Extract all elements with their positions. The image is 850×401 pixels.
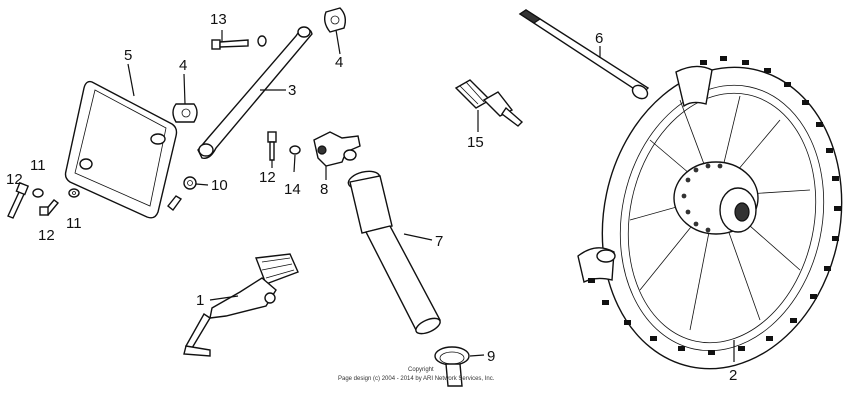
bolt-12-left <box>7 181 30 219</box>
leader-lines <box>127 29 735 362</box>
pump-clamp-ring <box>434 346 470 387</box>
collar-10 <box>167 176 197 212</box>
bolt-13 <box>211 35 267 50</box>
callout-6: 6 <box>595 30 603 47</box>
axle-shaft <box>518 9 650 100</box>
tire-pump <box>347 170 441 335</box>
callout-2: 2 <box>729 367 737 384</box>
callout-12-center: 12 <box>259 169 276 186</box>
callout-4-left: 4 <box>179 57 187 74</box>
bolt-12-mid <box>39 199 60 216</box>
copyright-notice: Copyright Page design (c) 2004 - 2014 by… <box>338 367 495 382</box>
callout-12-mid: 12 <box>38 227 55 244</box>
washer-11-top <box>32 188 44 198</box>
callout-8: 8 <box>320 181 328 198</box>
callout-14: 14 <box>284 181 301 198</box>
stay-bar <box>197 26 313 159</box>
copyright-line-1: Copyright <box>408 367 434 373</box>
callout-10: 10 <box>211 177 228 194</box>
callout-labels: 1 2 3 4 4 5 6 7 8 9 10 11 11 12 12 12 13… <box>6 11 737 384</box>
callout-15: 15 <box>467 134 484 151</box>
kick-pedal <box>183 253 299 357</box>
clamp-4-left <box>172 103 198 123</box>
washer-14 <box>289 145 301 155</box>
valve-15 <box>454 79 524 127</box>
callout-9: 9 <box>487 348 495 365</box>
callout-3: 3 <box>288 82 296 99</box>
callout-4-right: 4 <box>335 54 343 71</box>
bolt-12-center <box>267 131 277 161</box>
callout-11-top: 11 <box>30 157 46 174</box>
callout-12-left: 12 <box>6 171 23 188</box>
number-plate <box>64 80 178 219</box>
callout-11-bottom: 11 <box>66 215 82 232</box>
clamp-4-right <box>323 7 347 33</box>
washer-11-bottom <box>68 188 80 198</box>
callout-13: 13 <box>210 11 227 28</box>
front-wheel <box>577 56 843 370</box>
callout-1: 1 <box>196 292 204 309</box>
callout-5: 5 <box>124 47 132 64</box>
callout-7: 7 <box>435 233 443 250</box>
pump-holder <box>313 131 361 167</box>
copyright-line-2: Page design (c) 2004 - 2014 by ARI Netwo… <box>338 376 495 382</box>
